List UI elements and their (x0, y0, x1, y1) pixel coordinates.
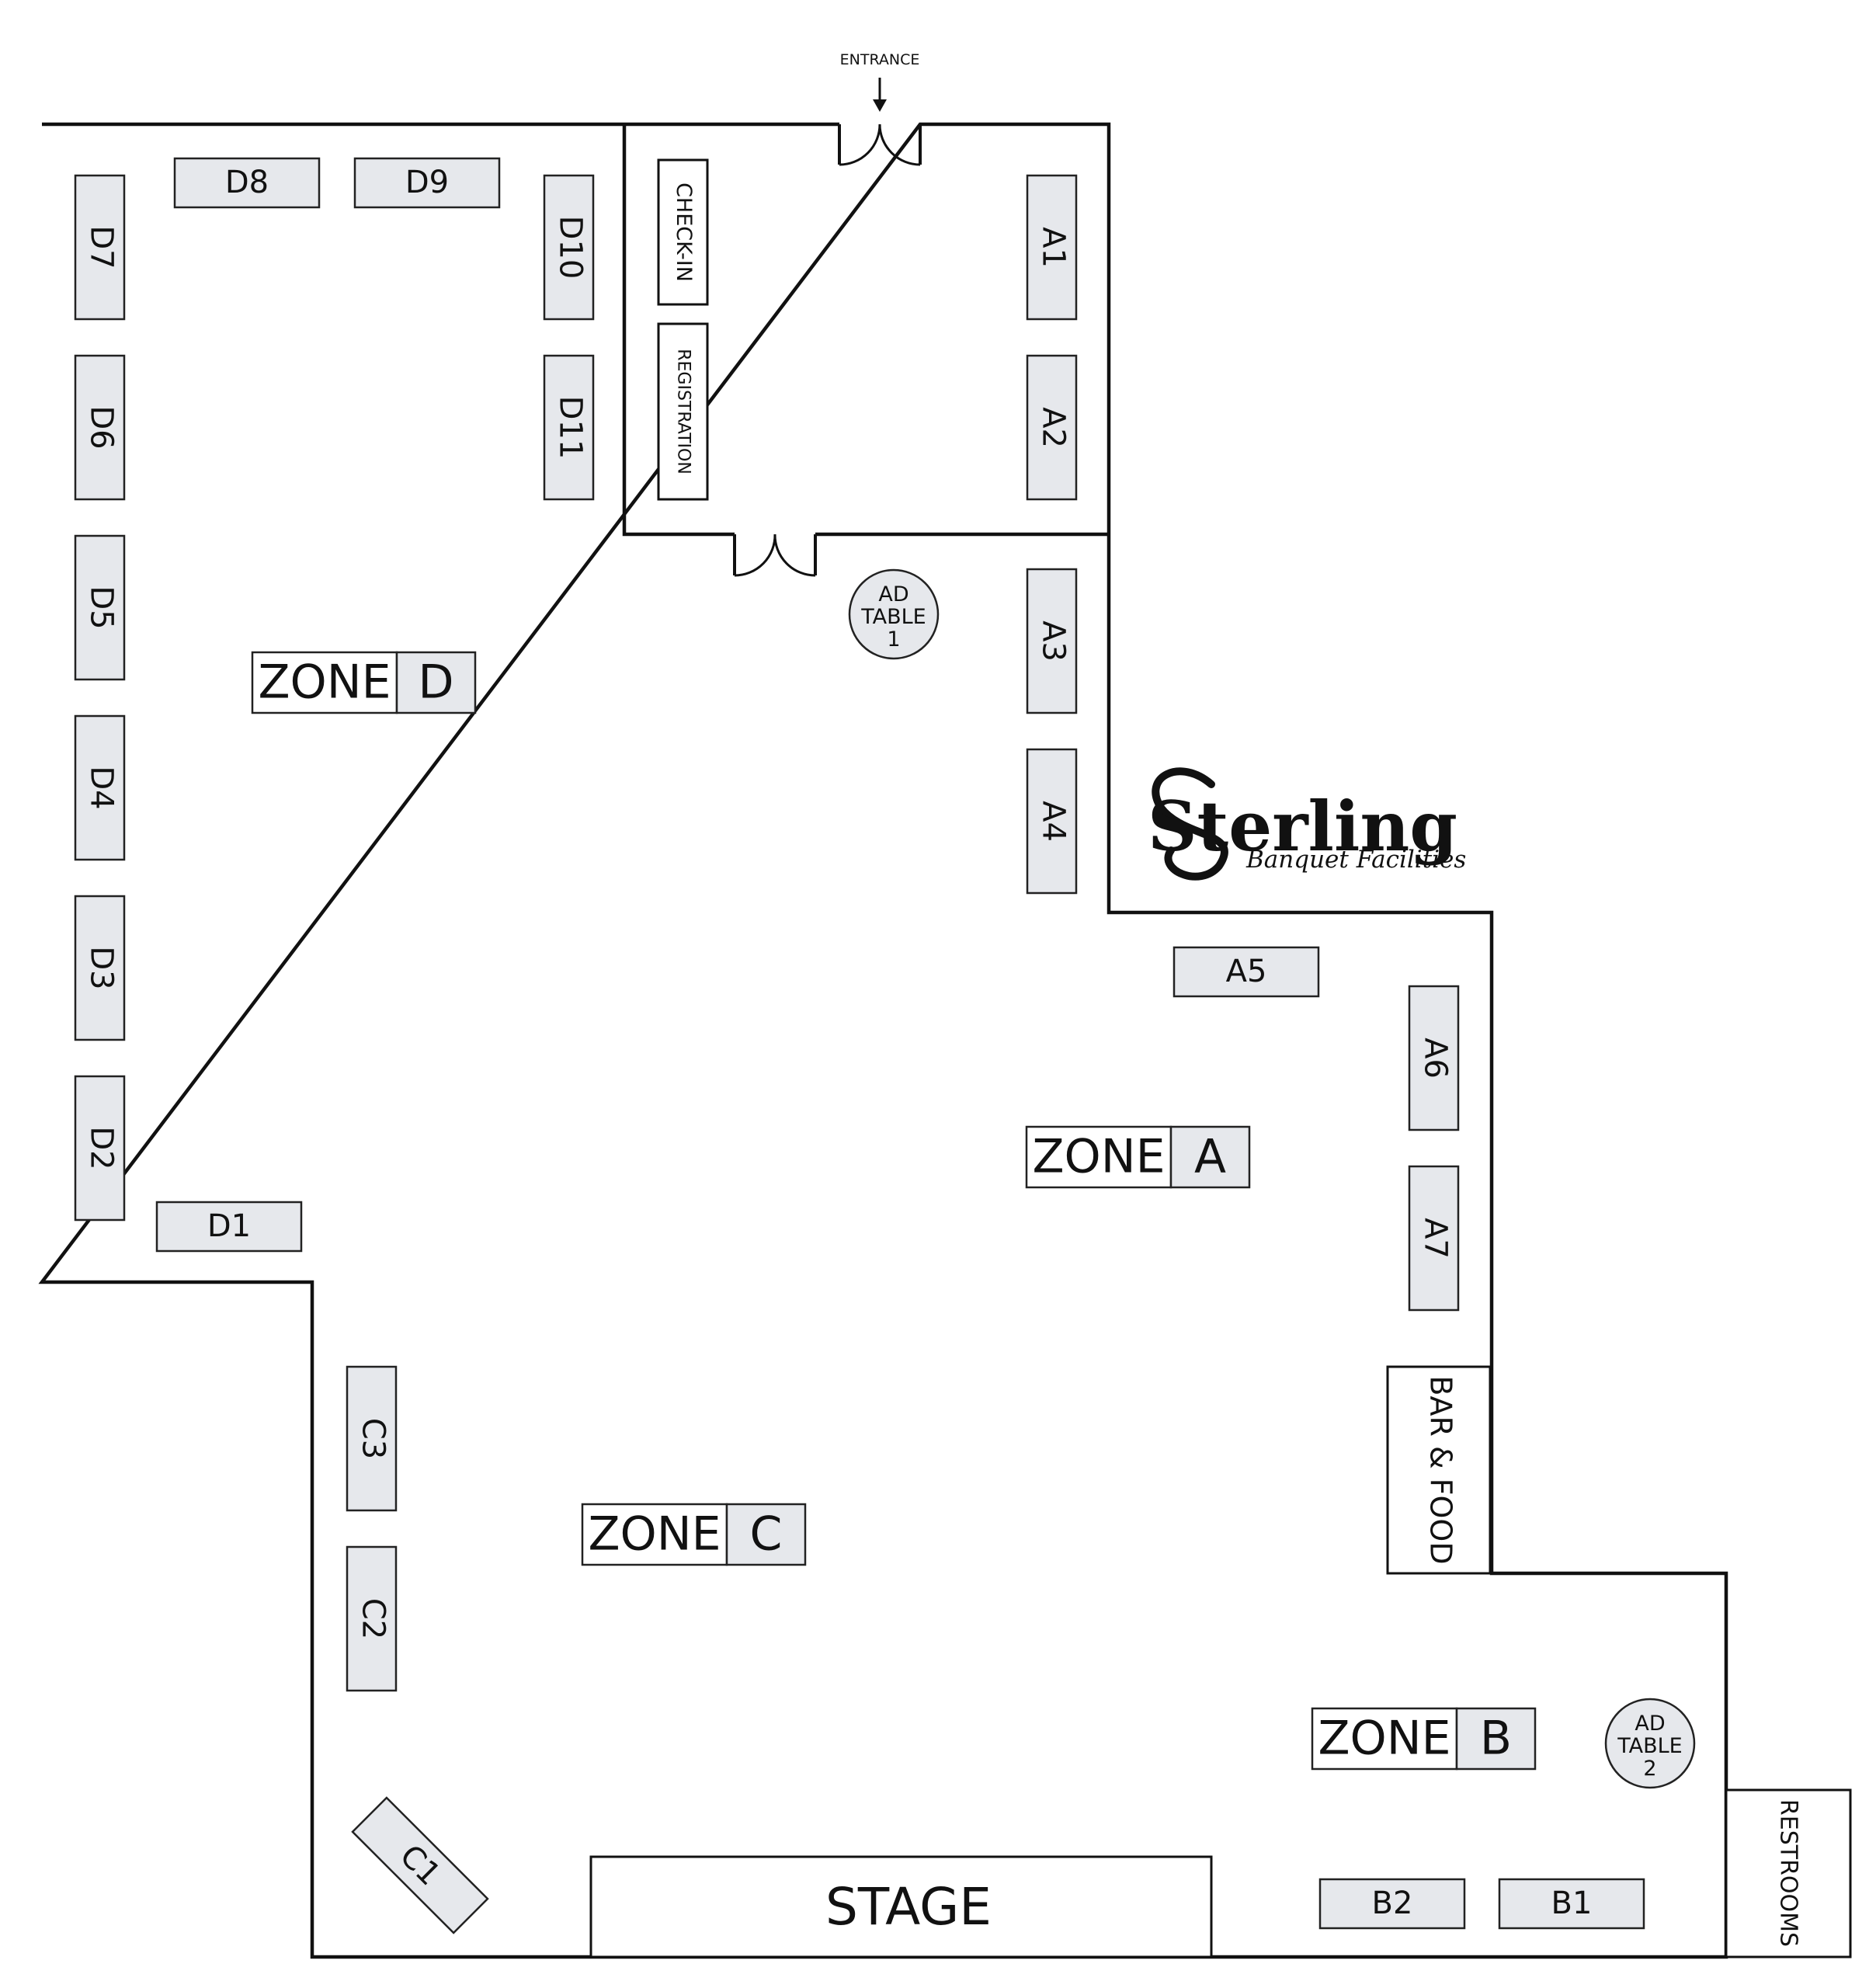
booth-b2[interactable]: B2 (1318, 1878, 1466, 1930)
svg-text:A2: A2 (1036, 407, 1072, 448)
svg-text:D6: D6 (84, 405, 120, 449)
svg-text:ZONE: ZONE (1032, 1130, 1165, 1184)
check-in-label: CHECK-IN (672, 182, 696, 282)
restrooms: RESTROOMS (1725, 1788, 1852, 1958)
bar-and-food: BAR & FOOD (1386, 1365, 1492, 1575)
booth-c3[interactable]: C3 (346, 1365, 398, 1512)
booth-a2[interactable]: A2 (1026, 354, 1078, 501)
ad-table-1[interactable]: AD TABLE 1 (848, 568, 940, 660)
svg-text:B2: B2 (1372, 1885, 1413, 1921)
zone-a-label: ZONE A (1025, 1125, 1251, 1189)
svg-text:D1: D1 (207, 1208, 251, 1244)
svg-text:2: 2 (1643, 1757, 1656, 1781)
booth-d3[interactable]: D3 (74, 895, 126, 1041)
check-in-table: CHECK-IN (657, 158, 709, 306)
svg-text:D10: D10 (553, 216, 589, 280)
logo-subtitle: Banquet Facilities (1245, 846, 1466, 874)
svg-text:B1: B1 (1551, 1885, 1593, 1921)
svg-text:D8: D8 (225, 165, 269, 200)
svg-text:ZONE: ZONE (1318, 1712, 1450, 1766)
svg-text:1: 1 (887, 627, 900, 652)
svg-text:B: B (1480, 1712, 1512, 1766)
booth-a1[interactable]: A1 (1026, 174, 1078, 321)
zone-d-label: ZONE D (251, 651, 477, 714)
svg-text:TABLE: TABLE (860, 605, 926, 629)
svg-text:C2: C2 (356, 1598, 391, 1639)
svg-text:A4: A4 (1036, 801, 1072, 842)
sterling-logo-flourish-icon (1152, 767, 1228, 881)
svg-text:RESTROOMS: RESTROOMS (1775, 1799, 1802, 1947)
booth-d10[interactable]: D10 (543, 174, 595, 321)
booth-d11[interactable]: D11 (543, 354, 595, 501)
svg-text:AD: AD (878, 582, 908, 606)
logo-name: Sterling (1148, 786, 1457, 867)
svg-text:ZONE: ZONE (258, 655, 391, 710)
booth-a3[interactable]: A3 (1026, 568, 1078, 714)
registration-label: REGISTRATION (674, 349, 693, 474)
svg-text:STAGE: STAGE (825, 1877, 992, 1937)
foyer-room (622, 124, 1109, 537)
svg-text:A1: A1 (1036, 227, 1072, 268)
zone-c-label: ZONE C (581, 1503, 807, 1566)
svg-text:D11: D11 (553, 396, 589, 460)
entrance-label: ENTRANCE (840, 51, 920, 68)
booth-b1[interactable]: B1 (1498, 1878, 1645, 1930)
registration-table: REGISTRATION (657, 322, 709, 501)
booth-a7[interactable]: A7 (1408, 1165, 1460, 1312)
booth-c1[interactable]: C1 (351, 1796, 489, 1934)
svg-text:A7: A7 (1418, 1218, 1454, 1259)
svg-text:D2: D2 (84, 1126, 120, 1170)
entrance-door (838, 123, 922, 166)
svg-text:C3: C3 (356, 1418, 391, 1459)
zone-b-label: ZONE B (1311, 1707, 1537, 1771)
booth-d1[interactable]: D1 (155, 1201, 303, 1253)
svg-text:D: D (418, 655, 453, 710)
booth-a5[interactable]: A5 (1172, 946, 1320, 998)
sterling-logo: Sterling Banquet Facilities (1148, 767, 1466, 881)
booth-d4[interactable]: D4 (74, 714, 126, 861)
booth-c2[interactable]: C2 (346, 1545, 398, 1692)
svg-text:D9: D9 (405, 165, 449, 200)
booth-d5[interactable]: D5 (74, 534, 126, 681)
svg-text:D7: D7 (84, 225, 120, 269)
svg-text:C: C (750, 1507, 783, 1562)
svg-text:D5: D5 (84, 586, 120, 629)
svg-text:D3: D3 (84, 946, 120, 989)
outer-wall (38, 122, 1728, 1959)
svg-text:A6: A6 (1418, 1037, 1454, 1079)
entrance-arrowhead-icon (873, 99, 887, 112)
ad-table-2[interactable]: AD TABLE 2 (1604, 1698, 1696, 1789)
stage: STAGE (589, 1855, 1213, 1958)
booth-d9[interactable]: D9 (353, 157, 501, 209)
svg-text:BAR & FOOD: BAR & FOOD (1424, 1375, 1458, 1564)
svg-text:A3: A3 (1036, 620, 1072, 662)
booth-d6[interactable]: D6 (74, 354, 126, 501)
booth-d7[interactable]: D7 (74, 174, 126, 321)
booth-a6[interactable]: A6 (1408, 985, 1460, 1131)
svg-text:A: A (1194, 1130, 1226, 1184)
entrance-marker: ENTRANCE (840, 51, 920, 112)
svg-text:A5: A5 (1226, 954, 1267, 989)
foyer-door (733, 533, 817, 577)
svg-text:ZONE: ZONE (588, 1507, 721, 1562)
svg-text:AD: AD (1635, 1712, 1665, 1736)
booth-d8[interactable]: D8 (173, 157, 321, 209)
booth-a4[interactable]: A4 (1026, 748, 1078, 895)
booth-d2[interactable]: D2 (74, 1075, 126, 1222)
svg-text:D4: D4 (84, 766, 120, 809)
svg-text:TABLE: TABLE (1617, 1734, 1683, 1758)
